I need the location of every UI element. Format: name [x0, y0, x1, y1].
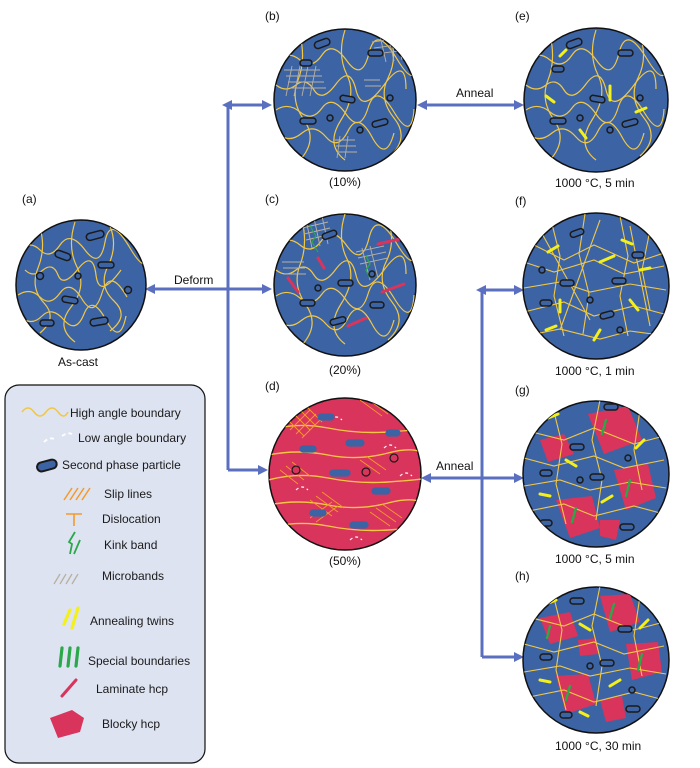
panel-b-particles: [299, 37, 394, 134]
anneal-trunk-head-top: [476, 285, 486, 295]
panel-g-letter: (g): [515, 383, 530, 397]
blocky-hcp-icon: [50, 710, 84, 738]
panel-c-caption: (20%): [329, 363, 361, 377]
panel-e-twins: [544, 48, 648, 140]
panel-a: (a) As-cast: [15, 192, 147, 369]
panel-h-caption: 1000 °C, 30 min: [555, 739, 641, 753]
panel-b-letter: (b): [265, 9, 280, 23]
panel-b: (b): [265, 9, 417, 189]
panel-h-boundaries: [523, 587, 667, 711]
process-arrows: Deform Anneal Anneal: [145, 86, 524, 662]
laminate-hcp-icon: [60, 678, 78, 698]
arrow-head-f: [514, 285, 524, 295]
special-boundaries-icon: [58, 646, 80, 668]
panel-g-special-boundaries: [570, 418, 632, 524]
microbands-icon: [53, 573, 79, 585]
panel-c-kink-bands: [309, 225, 371, 279]
kink-band-icon: [67, 531, 81, 555]
panel-g-twins: [538, 412, 646, 504]
panel-d: (d): [265, 379, 422, 568]
dislocation-icon: [66, 513, 82, 526]
panel-h-special-boundaries: [545, 602, 644, 702]
arrow-head-g: [514, 473, 524, 483]
arrow-head-h: [514, 652, 524, 662]
legend-box: [4, 384, 206, 764]
panel-h-blocky-hcp: [540, 594, 662, 722]
panel-h: (h): [515, 569, 670, 753]
panel-e-letter: (e): [515, 9, 530, 23]
anneal-top-label: Anneal: [456, 86, 493, 100]
legend: High angle boundary Low angle boundary S…: [4, 384, 206, 764]
legend-label-slip-lines: Slip lines: [104, 487, 152, 501]
panel-h-letter: (h): [515, 569, 530, 583]
legend-label-laminate-hcp: Laminate hcp: [96, 682, 168, 696]
panel-c-particles: [299, 229, 385, 327]
arrow-head-b-left: [222, 100, 232, 110]
anneal-top-head-right: [514, 100, 524, 110]
high-angle-boundary-icon: [21, 407, 69, 417]
deform-label: Deform: [174, 273, 213, 287]
panel-d-caption: (50%): [329, 554, 361, 568]
panel-g: (g): [515, 383, 670, 566]
panel-e-caption: 1000 °C, 5 min: [555, 176, 635, 190]
legend-label-kink-band: Kink band: [104, 538, 157, 552]
slip-lines-icon: [63, 487, 91, 501]
panel-f-twins: [544, 238, 652, 342]
panel-f-letter: (f): [515, 194, 526, 208]
legend-label-annealing-twins: Annealing twins: [90, 614, 174, 628]
panel-e-particles: [549, 37, 644, 134]
arrow-head-c: [262, 284, 272, 294]
legend-label-low-angle-boundary: Low angle boundary: [78, 431, 186, 445]
panel-f-disc: [522, 212, 670, 360]
anneal-bottom-head-left: [421, 473, 431, 483]
legend-label-special-boundaries: Special boundaries: [88, 654, 190, 668]
anneal-bottom-label: Anneal: [436, 459, 473, 473]
panel-h-particles: [539, 597, 641, 719]
arrow-head-d: [258, 465, 268, 475]
legend-label-high-angle-boundary: High angle boundary: [70, 406, 181, 420]
panel-f: (f): [515, 194, 670, 378]
panel-e-boundaries: [525, 29, 668, 161]
panel-c-letter: (c): [265, 192, 279, 206]
panel-a-boundaries: [17, 221, 146, 343]
deform-arrow-head-left: [145, 284, 155, 294]
panel-a-particles: [35, 229, 133, 327]
panel-e: (e) 1000 °C, 5: [515, 9, 669, 190]
legend-label-microbands: Microbands: [102, 569, 164, 583]
panel-g-particles: [539, 403, 635, 531]
panel-d-particles: [291, 413, 401, 529]
panel-f-particles: [538, 227, 645, 334]
panel-a-letter: (a): [22, 192, 37, 206]
arrow-head-b: [262, 100, 272, 110]
annealing-twins-icon: [62, 606, 80, 630]
panel-b-caption: (10%): [329, 175, 361, 189]
panel-g-caption: 1000 °C, 5 min: [555, 552, 635, 566]
low-angle-boundary-icon: [43, 432, 73, 443]
panel-f-caption: 1000 °C, 1 min: [555, 364, 635, 378]
panel-d-letter: (d): [265, 379, 280, 393]
legend-label-blocky-hcp: Blocky hcp: [102, 717, 160, 731]
second-phase-particle-icon: [36, 458, 58, 473]
panel-a-caption: As-cast: [58, 355, 99, 369]
legend-label-dislocation: Dislocation: [102, 512, 161, 526]
anneal-top-head-left: [417, 100, 427, 110]
legend-label-second-phase-particle: Second phase particle: [62, 458, 181, 472]
panel-c: (c): [265, 192, 417, 377]
